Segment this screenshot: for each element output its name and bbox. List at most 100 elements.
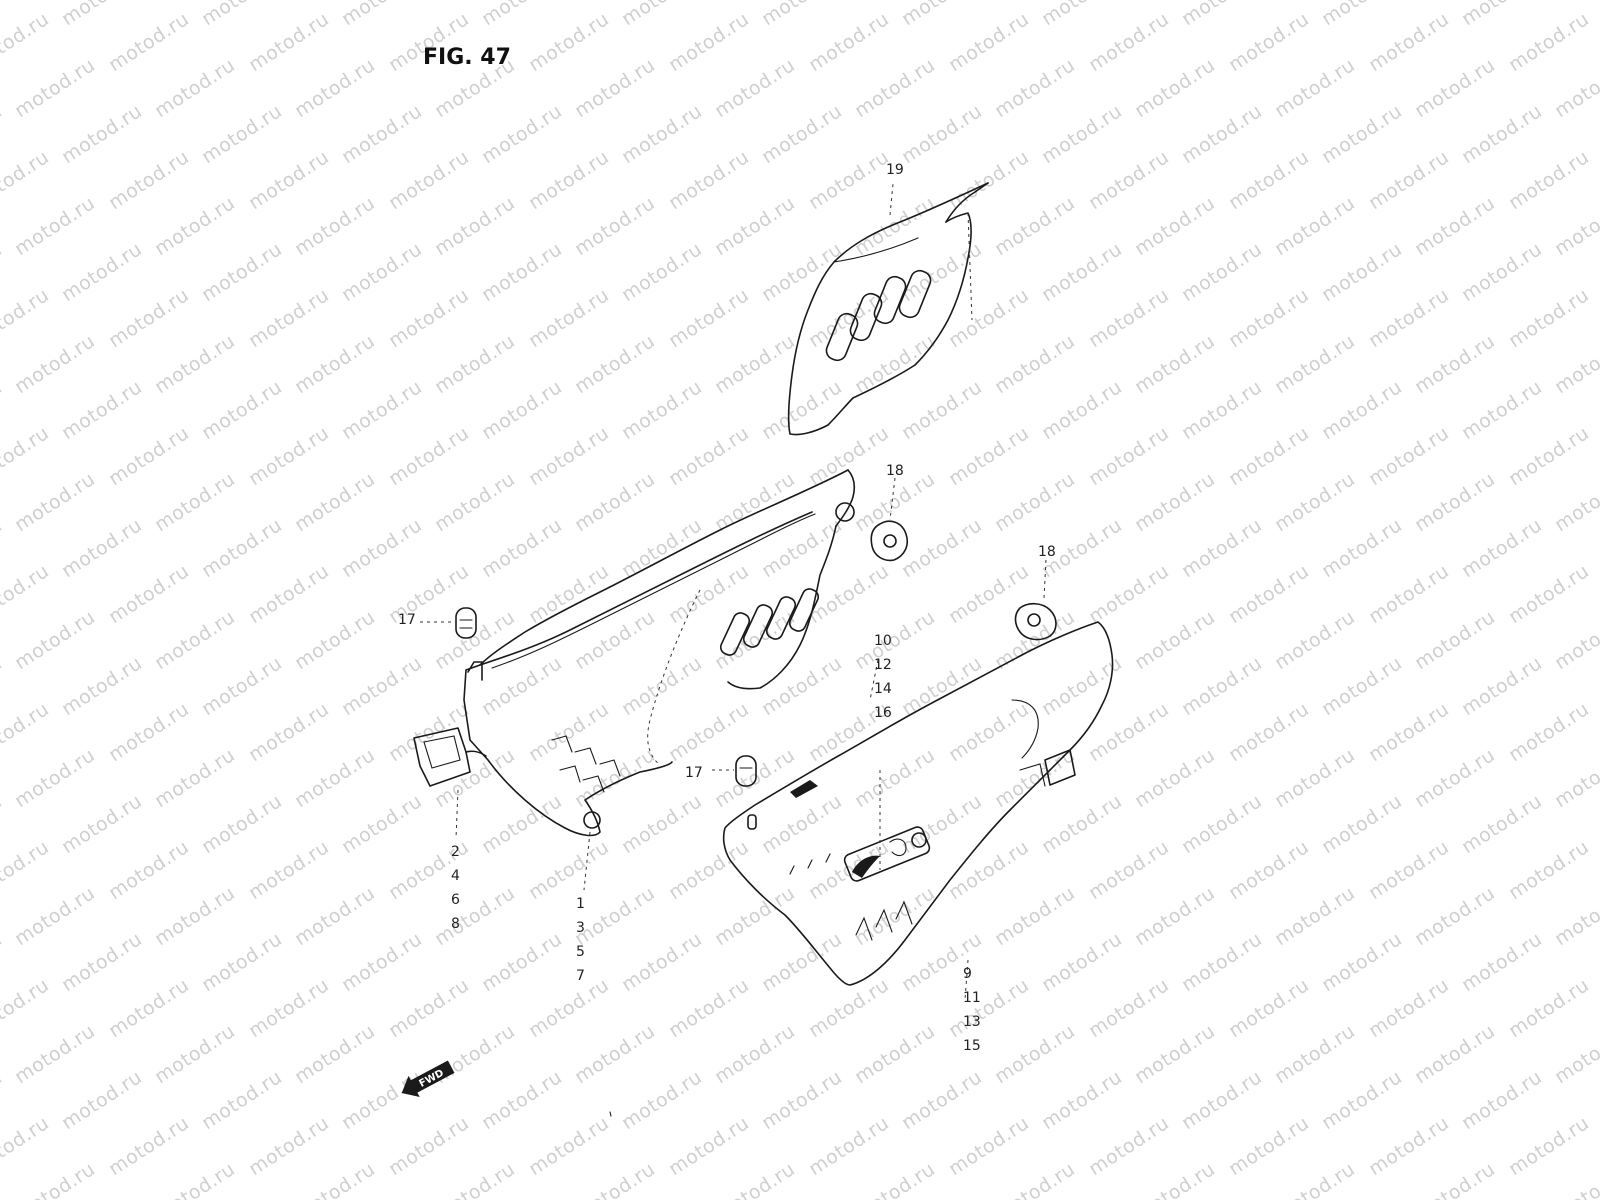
watermark-text: motod.ru: [245, 836, 333, 904]
watermark-text: motod.ru: [1178, 100, 1266, 168]
watermark-text: motod.ru: [1318, 376, 1406, 444]
watermark-text: motod.ru: [0, 928, 6, 996]
watermark-text: motod.ru: [991, 54, 1079, 122]
watermark-text: motod.ru: [58, 238, 146, 306]
watermark-text: motod.ru: [1178, 0, 1266, 30]
watermark-text: motod.ru: [898, 514, 986, 582]
watermark-text: motod.ru: [105, 146, 193, 214]
watermark-text: motod.ru: [1505, 698, 1593, 766]
watermark-text: motod.ru: [1458, 100, 1546, 168]
watermark-text: motod.ru: [1038, 100, 1126, 168]
watermark-text: motod.ru: [1505, 146, 1593, 214]
watermark-text: motod.ru: [945, 146, 1033, 214]
watermark-text: motod.ru: [151, 1158, 239, 1200]
watermark-text: motod.ru: [525, 1112, 613, 1180]
watermark-text: motod.ru: [245, 560, 333, 628]
watermark-text: motod.ru: [1178, 376, 1266, 444]
watermark-text: motod.ru: [1085, 560, 1173, 628]
figure-title: FIG. 47: [423, 45, 511, 70]
watermark-text: motod.ru: [1458, 1066, 1546, 1134]
watermark-text: motod.ru: [851, 882, 939, 950]
watermark-text: motod.ru: [291, 192, 379, 260]
watermark-text: motod.ru: [898, 928, 986, 996]
watermark-text: motod.ru: [1131, 330, 1219, 398]
watermark-text: motod.ru: [431, 1158, 519, 1200]
watermark-text: motod.ru: [338, 100, 426, 168]
watermark-text: motod.ru: [1271, 468, 1359, 536]
watermark-text: motod.ru: [0, 422, 53, 490]
watermark-text: motod.ru: [711, 468, 799, 536]
watermark-text: motod.ru: [1131, 468, 1219, 536]
watermark-text: motod.ru: [1131, 606, 1219, 674]
watermark-text: motod.ru: [1458, 790, 1546, 858]
watermark-text: motod.ru: [1551, 192, 1600, 260]
watermark-text: motod.ru: [291, 744, 379, 812]
watermark-text: motod.ru: [1271, 606, 1359, 674]
watermark-text: motod.ru: [105, 422, 193, 490]
watermark-text: motod.ru: [198, 238, 286, 306]
watermark-text: motod.ru: [1178, 514, 1266, 582]
watermark-text: motod.ru: [151, 468, 239, 536]
watermark-text: motod.ru: [1411, 330, 1499, 398]
watermark-text: motod.ru: [758, 238, 846, 306]
watermark-text: motod.ru: [1271, 330, 1359, 398]
watermark-text: motod.ru: [338, 0, 426, 30]
watermark-text: motod.ru: [1505, 8, 1593, 76]
watermark-text: motod.ru: [385, 1112, 473, 1180]
watermark-text: motod.ru: [291, 330, 379, 398]
leader-lines: [420, 477, 1047, 1117]
watermark-text: motod.ru: [1411, 744, 1499, 812]
callout-3: 3: [576, 920, 585, 936]
watermark-text: motod.ru: [1411, 192, 1499, 260]
watermark-text: motod.ru: [571, 1158, 659, 1200]
watermark-text: motod.ru: [571, 1020, 659, 1088]
watermark-text: motod.ru: [1131, 54, 1219, 122]
watermark-text: motod.ru: [105, 836, 193, 904]
watermark-text: motod.ru: [991, 1020, 1079, 1088]
watermark-text: motod.ru: [1038, 1066, 1126, 1134]
watermark-text: motod.ru: [245, 146, 333, 214]
watermark-text: motod.ru: [1505, 974, 1593, 1042]
watermark-text: motod.ru: [1038, 0, 1126, 30]
callout-17-upper: 17: [398, 612, 416, 628]
watermark-text: motod.ru: [1365, 8, 1453, 76]
watermark-text: motod.ru: [0, 0, 6, 30]
callout-10: 10: [874, 633, 892, 649]
watermark-text: motod.ru: [1038, 376, 1126, 444]
watermark-text: motod.ru: [991, 468, 1079, 536]
watermark-text: motod.ru: [1271, 54, 1359, 122]
watermark-text: motod.ru: [1225, 1112, 1313, 1180]
callout-14: 14: [874, 681, 892, 697]
watermark-text: motod.ru: [898, 100, 986, 168]
watermark-text: motod.ru: [1178, 928, 1266, 996]
watermark-text: motod.ru: [898, 1066, 986, 1134]
watermark-text: motod.ru: [665, 1112, 753, 1180]
watermark-text: motod.ru: [1085, 836, 1173, 904]
watermark-text: motod.ru: [245, 1112, 333, 1180]
watermark-text: motod.ru: [1551, 1158, 1600, 1200]
watermark-text: motod.ru: [665, 8, 753, 76]
watermark-text: motod.ru: [478, 1066, 566, 1134]
watermark-text: motod.ru: [851, 1020, 939, 1088]
watermark-text: motod.ru: [665, 560, 753, 628]
watermark-text: motod.ru: [1085, 974, 1173, 1042]
watermark-text: motod.ru: [0, 974, 53, 1042]
callout-1: 1: [576, 896, 585, 912]
watermark-text: motod.ru: [665, 974, 753, 1042]
watermark-text: motod.ru: [1271, 744, 1359, 812]
watermark-text: motod.ru: [618, 1066, 706, 1134]
watermark-text: motod.ru: [385, 284, 473, 352]
watermark-text: motod.ru: [1225, 146, 1313, 214]
watermark-text: motod.ru: [525, 560, 613, 628]
watermark-text: motod.ru: [618, 652, 706, 720]
watermark-text: motod.ru: [991, 882, 1079, 950]
watermark-text: motod.ru: [338, 652, 426, 720]
watermark-text: motod.ru: [1271, 1020, 1359, 1088]
watermark-text: motod.ru: [1225, 836, 1313, 904]
watermark-text: motod.ru: [1318, 514, 1406, 582]
watermark-text: motod.ru: [1505, 422, 1593, 490]
watermark-text: motod.ru: [338, 376, 426, 444]
watermark-text: motod.ru: [291, 468, 379, 536]
watermark-text: motod.ru: [1085, 284, 1173, 352]
